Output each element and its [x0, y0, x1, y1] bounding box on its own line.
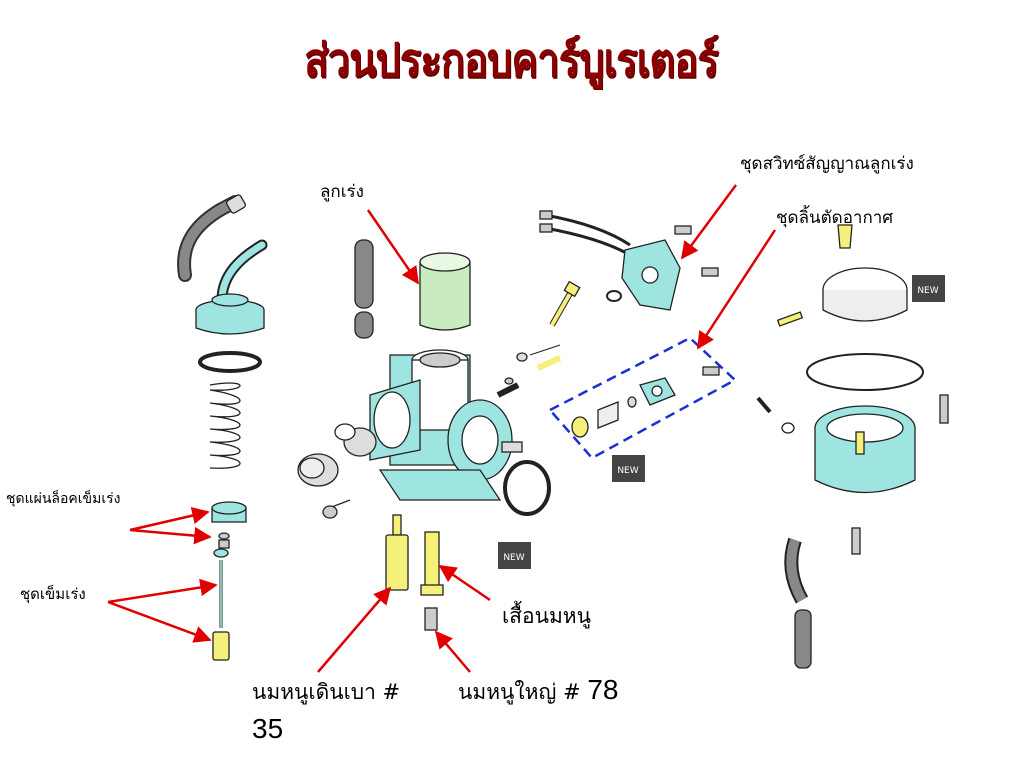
- arrow-air-cutoff: [696, 229, 777, 350]
- label-main-jet-number: 78: [587, 674, 619, 705]
- jets: [385, 514, 444, 631]
- label-air-cutoff: ชุดลิ้นตัดอากาศ: [776, 208, 894, 228]
- arrow-throttle-sensor: [680, 184, 738, 260]
- arrow-needle-clip-2: [129, 526, 212, 545]
- new-badge: NEW: [612, 455, 645, 482]
- label-needle-jet: เสื้อนมหนู: [502, 604, 592, 628]
- new-badge: NEW: [912, 275, 945, 302]
- new-badge: NEW: [498, 542, 531, 569]
- throttle-slide-parts: [354, 239, 471, 339]
- label-slow-jet-number: 35: [252, 713, 284, 744]
- page-title: ส่วนประกอบคาร์บูเรเตอร์: [304, 34, 719, 88]
- label-slow-jet-text: นมหนูเดินเบา #: [252, 680, 401, 704]
- label-throttle-valve: ลูกเร่ง: [320, 182, 364, 202]
- carburetor-body: [297, 349, 551, 519]
- label-jet-needle: ชุดเข็มเร่ง: [20, 585, 86, 603]
- air-cutoff-valve-box: [548, 336, 738, 460]
- arrow-jet-needle-2: [107, 600, 212, 643]
- new-badge-text: NEW: [617, 466, 638, 476]
- arrow-slow-jet: [317, 586, 392, 673]
- arrow-needle-jet: [438, 564, 491, 602]
- label-main-jet: นมหนูใหญ่ # 78: [458, 674, 619, 709]
- arrow-throttle-valve: [366, 209, 420, 285]
- label-needle-clip: ชุดแผ่นล็อคเข็มเร่ง: [6, 491, 121, 507]
- label-main-jet-text: นมหนูใหญ่ #: [458, 680, 581, 704]
- new-badge-text: NEW: [917, 286, 938, 296]
- arrow-needle-clip-1: [129, 507, 210, 532]
- callout-arrows: [107, 184, 777, 673]
- label-throttle-sensor: ชุดสวิทซ์สัญญาณลูกเร่ง: [740, 154, 914, 174]
- adjust-screws: [496, 280, 581, 398]
- arrow-jet-needle-1: [107, 578, 218, 604]
- new-badge-text: NEW: [503, 553, 524, 563]
- label-slow-jet: นมหนูเดินเบา #: [252, 676, 400, 709]
- float-chamber: [756, 224, 949, 669]
- carb-top-cap-assembly: [177, 194, 268, 661]
- throttle-position-sensor: [539, 210, 719, 311]
- arrow-main-jet: [434, 630, 471, 673]
